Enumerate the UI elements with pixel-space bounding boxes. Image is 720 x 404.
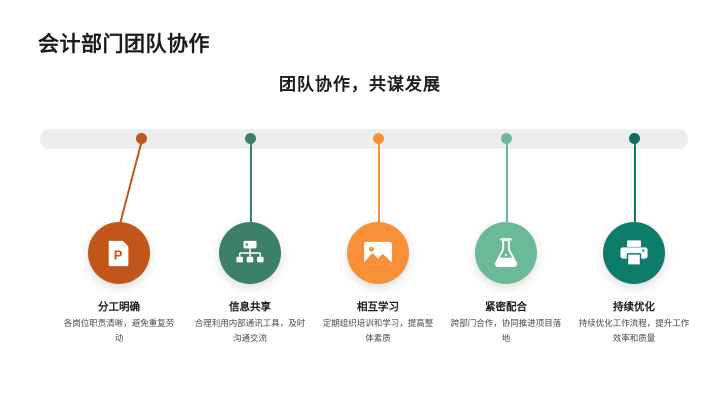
node-icon-circle[interactable] (347, 222, 409, 284)
powerpoint-document-icon: P (108, 240, 129, 267)
slide-subtitle: 团队协作，共谋发展 (279, 75, 441, 94)
timeline-node: 持续优化持续优化工作流程，提升工作效率和质量 (559, 0, 709, 404)
printer-icon (620, 240, 648, 266)
node-connector-line (119, 139, 143, 225)
node-description: 持续优化工作流程，提升工作效率和质量 (578, 318, 690, 343)
node-icon-circle[interactable] (603, 222, 665, 284)
timeline-node: 相互学习定期组织培训和学习，提高整体素质 (303, 0, 453, 404)
node-label: 分工明确 (98, 301, 140, 313)
node-icon-circle[interactable]: P (88, 222, 150, 284)
node-label: 信息共享 (229, 301, 271, 313)
node-description: 合理利用内部通讯工具，及时沟通交流 (194, 318, 306, 343)
node-description: 各岗位职责清晰，避免重复劳动 (63, 318, 175, 343)
node-description: 跨部门合作，协同推进项目落地 (450, 318, 562, 343)
node-connector-line (634, 140, 636, 224)
page-title: 会计部门团队协作 (38, 33, 210, 56)
timeline-bar (40, 129, 688, 149)
image-icon (364, 241, 392, 265)
node-connector-line (378, 140, 380, 224)
timeline-node: 信息共享合理利用内部通讯工具，及时沟通交流 (175, 0, 325, 404)
node-icon-circle[interactable] (219, 222, 281, 284)
org-chart-icon (236, 240, 264, 263)
node-description: 定期组织培训和学习，提高整体素质 (322, 318, 434, 343)
node-label: 持续优化 (613, 301, 655, 313)
svg-text:P: P (114, 248, 123, 263)
node-label: 相互学习 (357, 301, 399, 313)
node-connector-line (506, 140, 508, 224)
flask-icon (495, 238, 517, 268)
node-connector-line (250, 140, 252, 224)
node-icon-circle[interactable] (475, 222, 537, 284)
timeline-node: P 分工明确各岗位职责清晰，避免重复劳动 (44, 0, 194, 404)
node-label: 紧密配合 (485, 301, 527, 313)
timeline-node: 紧密配合跨部门合作，协同推进项目落地 (431, 0, 581, 404)
